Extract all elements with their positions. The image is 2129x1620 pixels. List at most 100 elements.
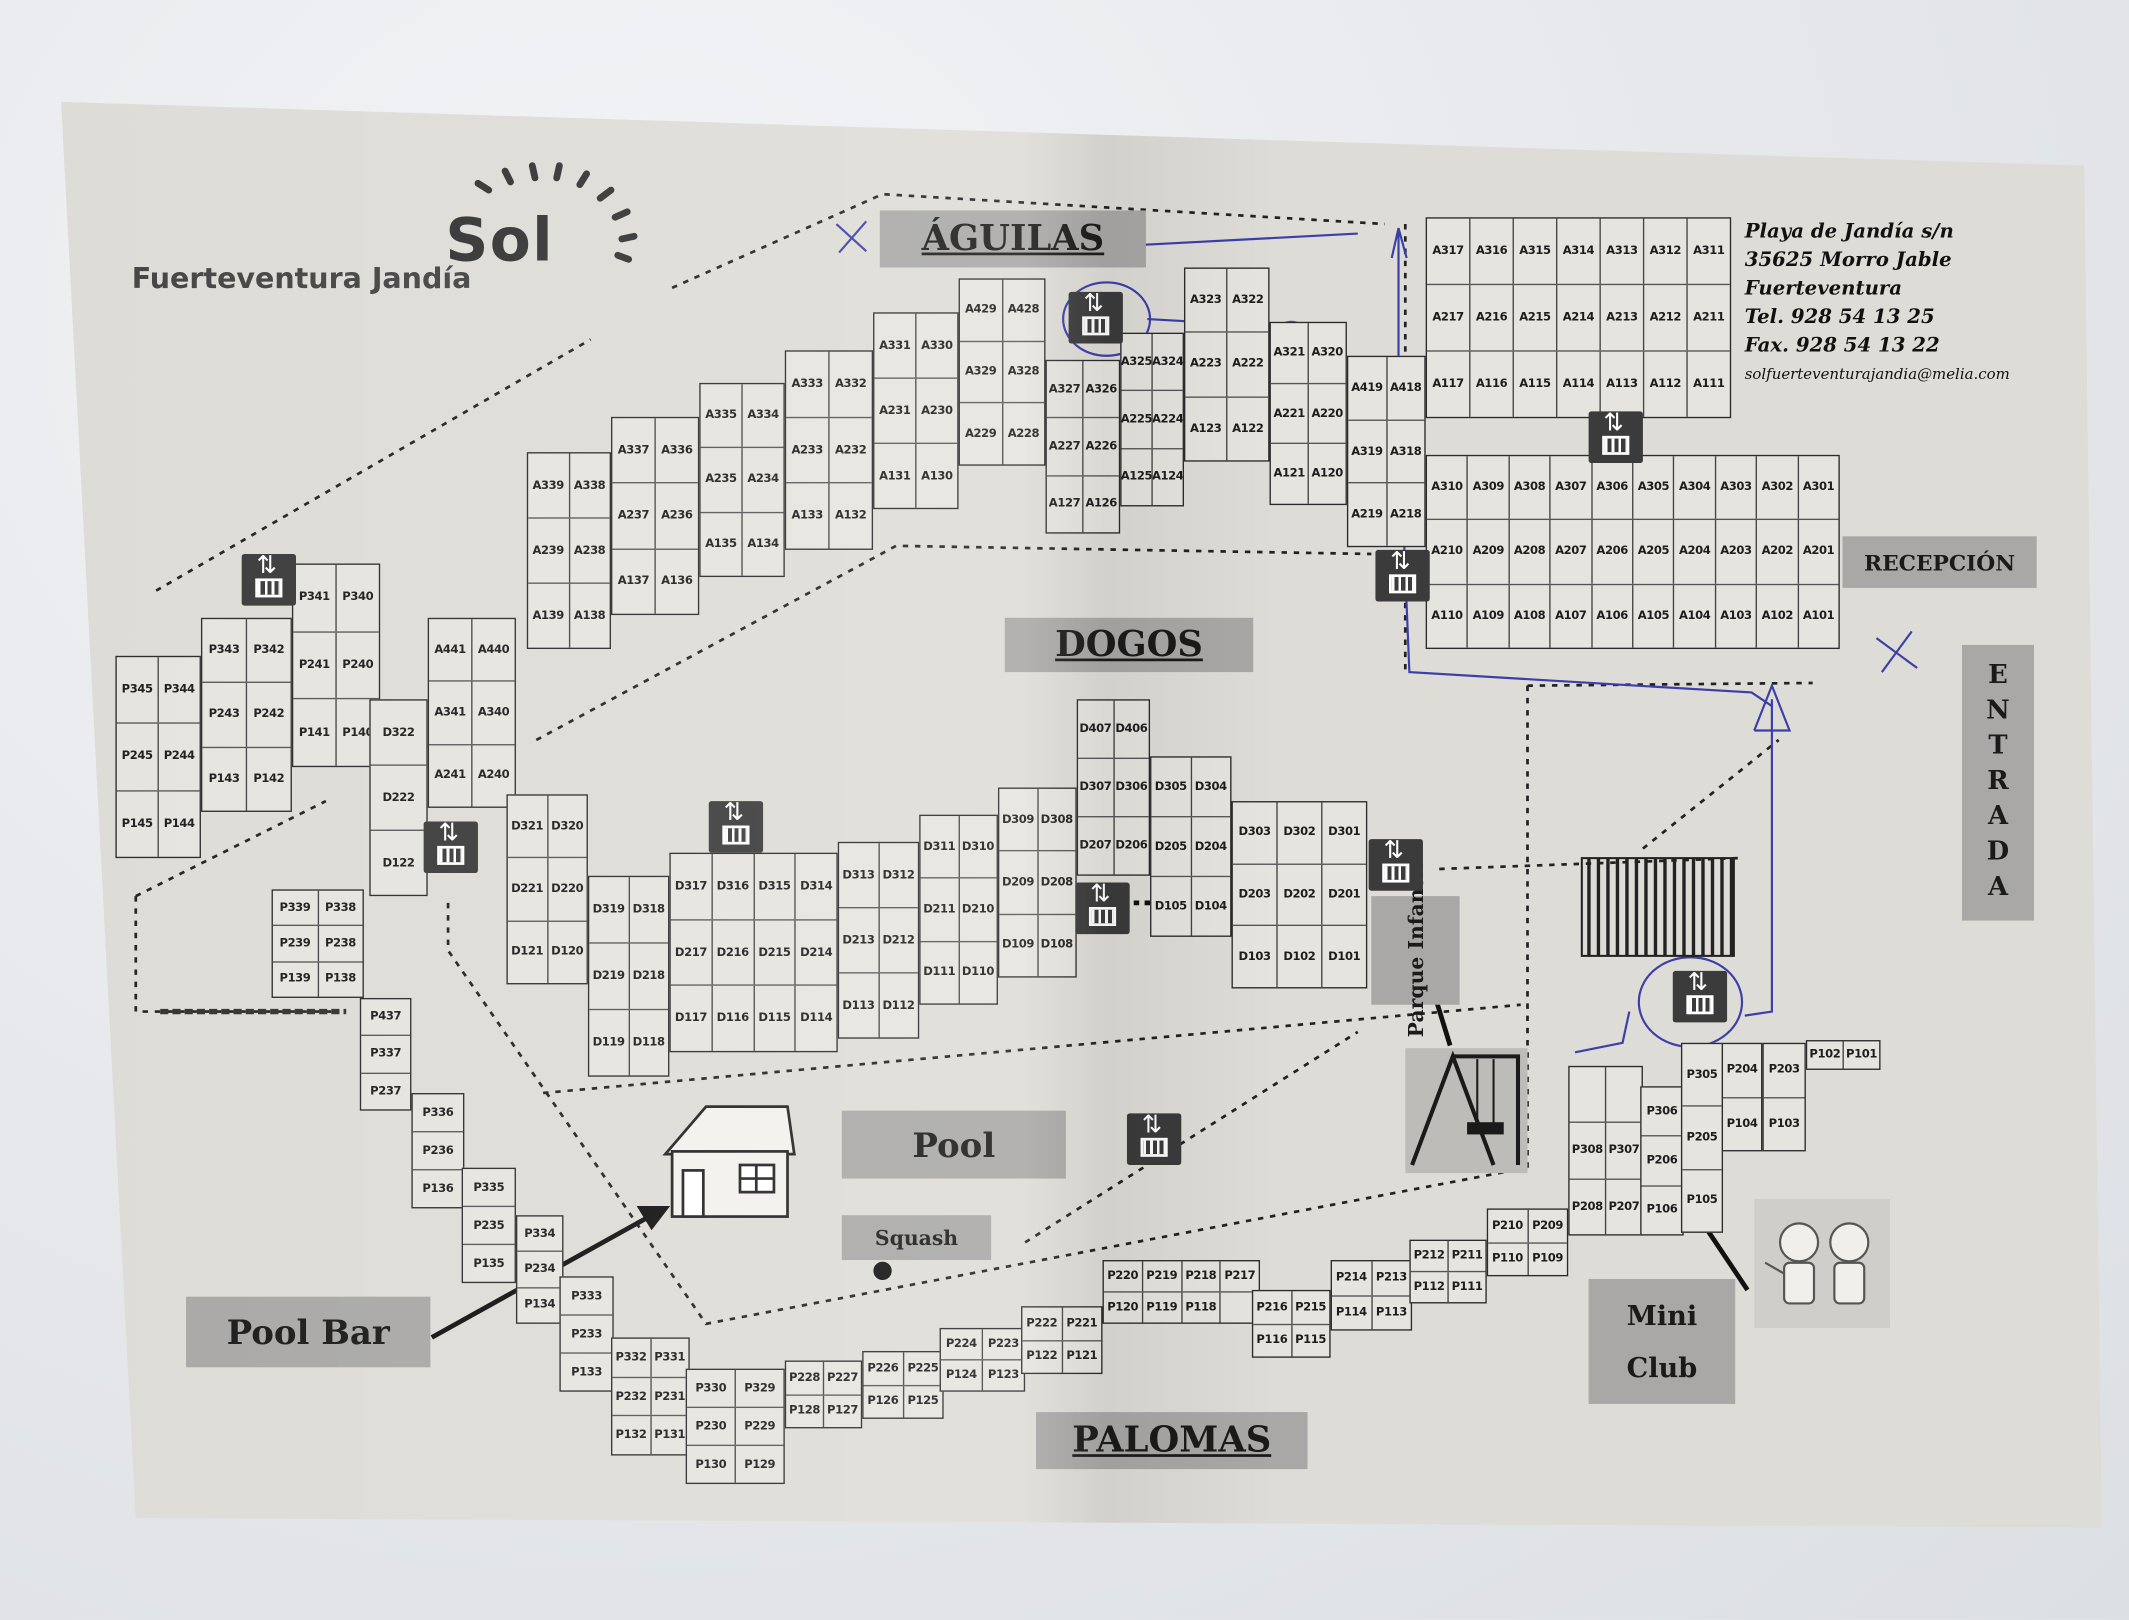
room-cell: D113: [842, 998, 875, 1013]
arrow-pool-bar: [430, 1213, 653, 1340]
dotted-path: [535, 544, 1372, 742]
room-cell: A108: [1508, 584, 1549, 648]
room-cell: D322: [382, 725, 415, 740]
floor-row: P305: [1682, 1044, 1721, 1106]
room-cell: P125: [902, 1385, 942, 1418]
reception-label: RECEPCIÓN: [1842, 536, 2037, 588]
room-cell: [1604, 1067, 1642, 1122]
floor-row: P437: [361, 999, 410, 1035]
room-cell: A318: [1385, 420, 1425, 483]
room-cell: P139: [279, 972, 311, 987]
room-cell: P144: [157, 791, 200, 857]
room-cell: D115: [752, 986, 795, 1051]
logo-brand: Sol: [445, 206, 554, 276]
dotted-path: [135, 799, 327, 898]
room-cell: P233: [571, 1327, 603, 1341]
room-cell: D121: [511, 945, 544, 960]
room-cell: A321: [1273, 346, 1306, 360]
room-cell: P114: [1335, 1305, 1367, 1320]
floor-row: P306: [1642, 1088, 1683, 1136]
room-cell: P133: [571, 1365, 603, 1379]
arrow-mini-club: [1627, 1112, 1750, 1292]
room-cell: P138: [317, 962, 362, 997]
room-cell: P224: [945, 1337, 977, 1351]
room-cell: A102: [1755, 584, 1797, 648]
squash-label: Squash: [841, 1215, 992, 1261]
elevator-icon: [1375, 547, 1430, 602]
room-cell: A338: [568, 453, 609, 518]
room-cell: A429: [964, 303, 997, 317]
elevator-icon: [1672, 968, 1728, 1023]
room-cell: P344: [157, 657, 200, 723]
room-cell: D304: [1190, 757, 1230, 817]
hotel-address: Playa de Jandía s/n 35625 Morro Jable Fu…: [1745, 217, 2010, 388]
elevator-icon: [1126, 1111, 1182, 1165]
room-cell: A336: [654, 418, 697, 483]
dotted-path: [1024, 1030, 1359, 1244]
room-cell: A208: [1508, 520, 1549, 584]
room-cell: A329: [964, 365, 997, 379]
room-cell: P345: [121, 683, 153, 697]
room-cell: P203: [1768, 1063, 1800, 1078]
room-cell: A209: [1466, 520, 1508, 584]
room-cell: D318: [627, 877, 668, 943]
room-cell: P234: [524, 1262, 556, 1277]
room-cell: A325: [1121, 355, 1152, 369]
room-cell: D116: [711, 986, 753, 1051]
room-cell: A324: [1151, 334, 1183, 391]
floor-row: P204: [1723, 1044, 1761, 1096]
room-cell: D314: [794, 854, 837, 919]
floor-row: P135: [463, 1243, 515, 1282]
room-cell: A103: [1714, 584, 1756, 648]
room-cell: P331: [649, 1338, 689, 1377]
floor-row: P337: [361, 1035, 411, 1072]
room-cell: A232: [828, 417, 871, 483]
room-cell: A221: [1273, 406, 1306, 421]
room-cell: P122: [1026, 1349, 1058, 1364]
room-cell: D313: [842, 868, 875, 882]
room-cell: D208: [1036, 851, 1076, 914]
elevator-icon: [423, 819, 478, 874]
room-cell: A134: [741, 512, 783, 576]
floor-row: P336: [413, 1094, 463, 1131]
room-cell: A214: [1556, 285, 1599, 351]
room-cell: P222: [1026, 1316, 1058, 1331]
room-cell: P105: [1686, 1193, 1718, 1208]
room-cell: P143: [208, 772, 240, 786]
room-cell: P217: [1219, 1261, 1259, 1292]
room-cell: P341: [298, 591, 330, 605]
elevator-icon: [708, 798, 764, 853]
room-cell: A116: [1469, 351, 1512, 417]
floor-row: P335: [463, 1169, 515, 1206]
room-cell: A234: [741, 448, 783, 512]
sun-logo-icon: [474, 162, 638, 263]
room-cell: D202: [1276, 864, 1321, 926]
room-cell: A127: [1048, 497, 1081, 511]
elevator-icon: [241, 551, 296, 606]
room-cell: A237: [617, 509, 650, 523]
